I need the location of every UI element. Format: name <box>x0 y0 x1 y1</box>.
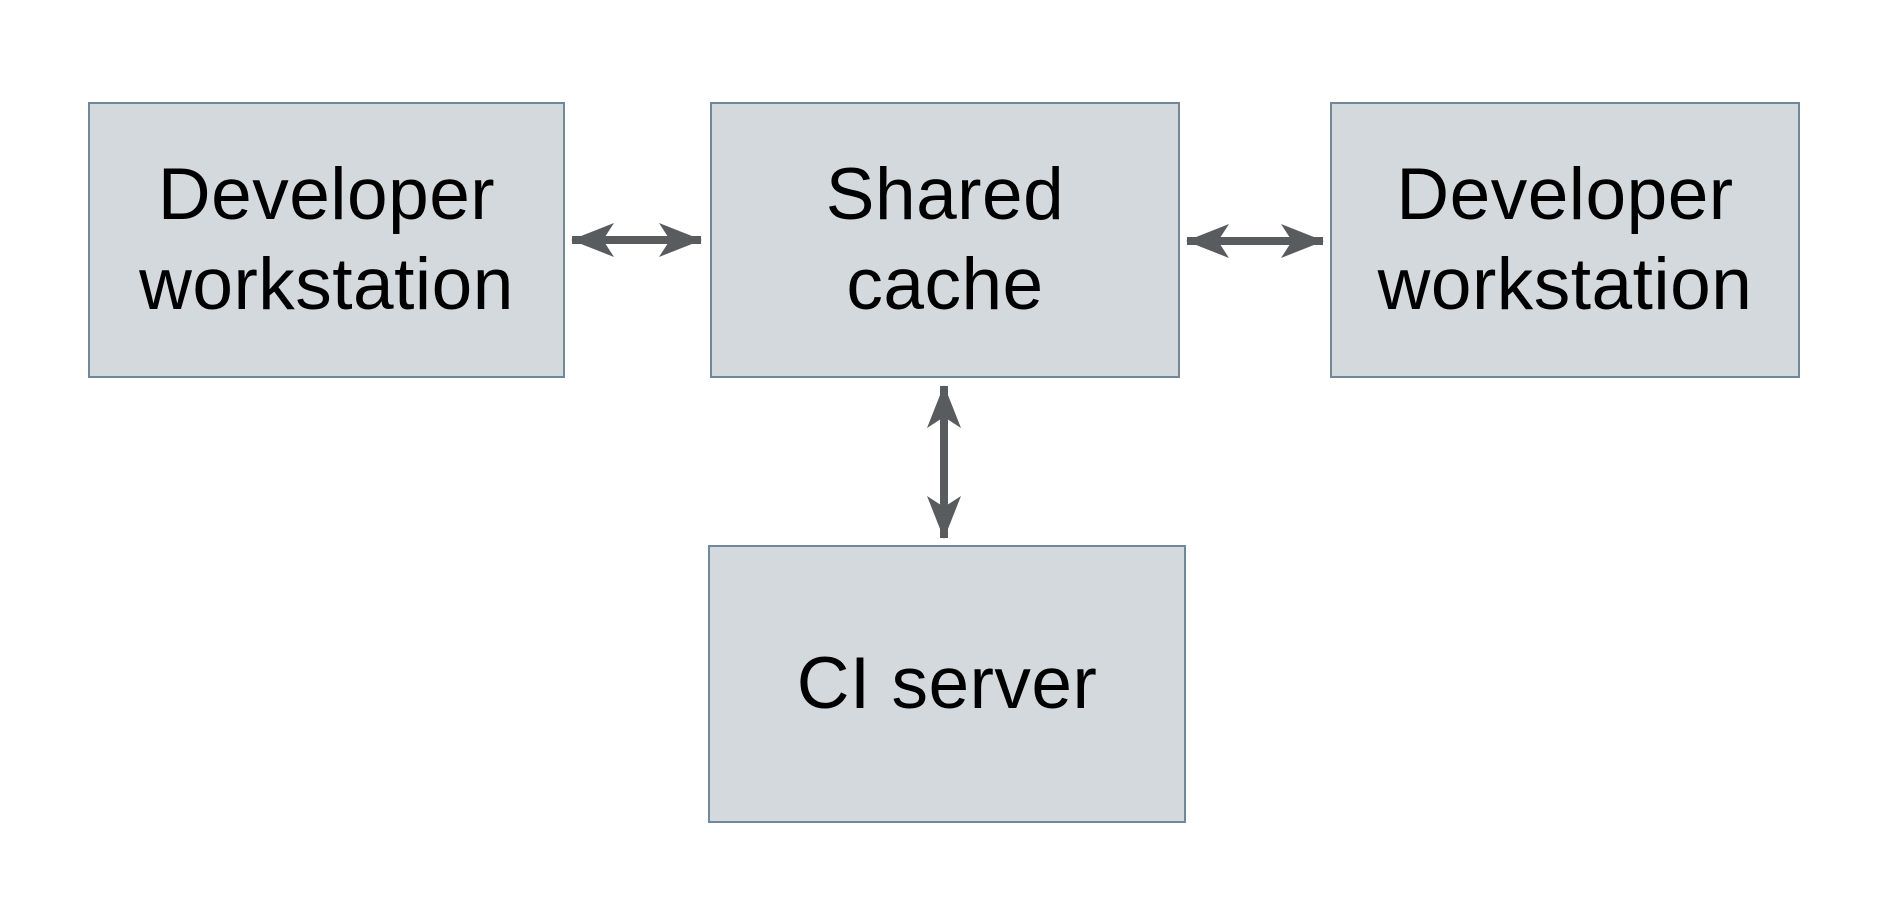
node-label-line: workstation <box>1377 244 1753 325</box>
node-shared-cache: Shared cache <box>710 102 1180 378</box>
node-label-line: cache <box>846 244 1044 325</box>
node-ci-server: CI server <box>708 545 1186 823</box>
node-label-line: Shared <box>825 154 1065 235</box>
node-developer-workstation-left: Developer workstation <box>88 102 565 378</box>
node-label-line: Developer <box>1396 154 1734 235</box>
node-developer-workstation-right: Developer workstation <box>1330 102 1800 378</box>
node-label-line: Developer <box>157 154 496 235</box>
node-label-line: workstation <box>139 244 514 325</box>
node-label-line: CI server <box>796 643 1098 724</box>
